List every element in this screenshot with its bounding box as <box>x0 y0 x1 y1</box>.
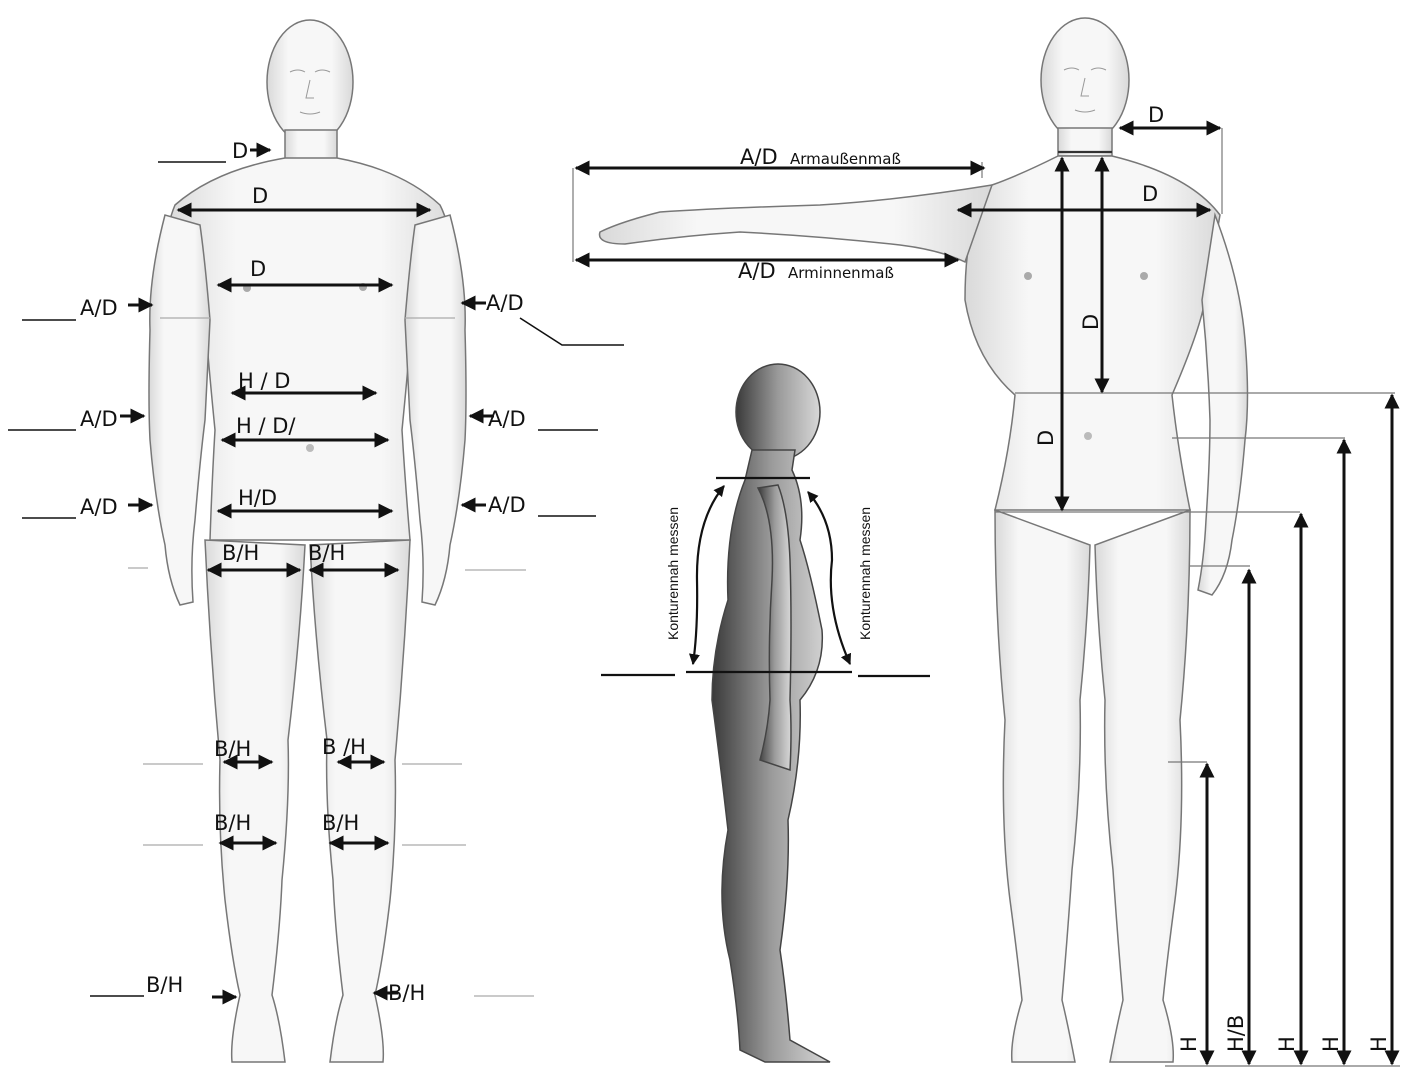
height-3-label: H <box>1275 1036 1299 1052</box>
arm-figure-chest-dot-left <box>1024 272 1032 280</box>
label-elbow-left: A/D <box>80 407 118 431</box>
label-thigh-right: B/H <box>308 541 345 565</box>
front-arm-left <box>149 215 210 605</box>
label-wrist-right: A/D <box>488 493 526 517</box>
side-head <box>736 364 820 460</box>
label-chest: D <box>250 257 266 281</box>
label-calf-left: B/H <box>214 811 251 835</box>
height-5-label: H <box>1367 1036 1391 1052</box>
label-upper-arm-right: A/D <box>486 291 524 315</box>
outer-arm-code: A/D <box>740 145 778 169</box>
label-thigh-left: B/H <box>222 541 259 565</box>
front-length-upper-label: D <box>1079 314 1103 330</box>
label-knee-right: B /H <box>322 735 366 759</box>
shoulder-width-label: D <box>1142 182 1158 206</box>
label-wrist-left: A/D <box>80 495 118 519</box>
neck-to-shoulder-label: D <box>1148 103 1164 127</box>
front-length-full-label: D <box>1034 430 1058 446</box>
outer-arm-label: Armaußenmaß <box>790 150 901 168</box>
height-4-label: H <box>1319 1036 1343 1052</box>
label-hip: H/D <box>238 486 277 510</box>
side-back-note: Konturennah messen <box>665 507 681 640</box>
label-neck: D <box>232 139 248 163</box>
arm-figure-leg-right <box>1095 510 1190 1062</box>
inner-arm-code: A/D <box>738 259 776 283</box>
label-elbow-right: A/D <box>488 407 526 431</box>
side-front-note: Konturennah messen <box>857 507 873 640</box>
height-2-label: H/B <box>1224 1015 1248 1052</box>
label-knee-left: B/H <box>214 737 251 761</box>
label-upper-arm-left: A/D <box>80 296 118 320</box>
blank-upper-arm-right <box>520 318 624 345</box>
side-figure <box>712 364 830 1062</box>
inner-arm-label: Arminnenmaß <box>788 264 894 282</box>
arm-figure-leg-left <box>995 510 1090 1062</box>
arm-figure-navel-dot <box>1084 432 1092 440</box>
label-waist: H / D <box>238 369 290 393</box>
label-ankle-right: B/H <box>388 981 425 1005</box>
arm-figure-chest-dot-right <box>1140 272 1148 280</box>
front-leg-left <box>205 540 305 1062</box>
front-navel-dot <box>306 444 314 452</box>
label-abdomen: H / D/ <box>236 414 296 438</box>
label-shoulder: D <box>252 184 268 208</box>
label-calf-right: B/H <box>322 811 359 835</box>
arm-figure <box>600 18 1248 1062</box>
label-ankle-left: B/H <box>146 973 183 997</box>
front-neck <box>285 130 337 160</box>
arm-figure-raised-arm <box>600 185 992 262</box>
height-1-label: H <box>1177 1036 1201 1052</box>
front-arm-right <box>405 215 466 605</box>
